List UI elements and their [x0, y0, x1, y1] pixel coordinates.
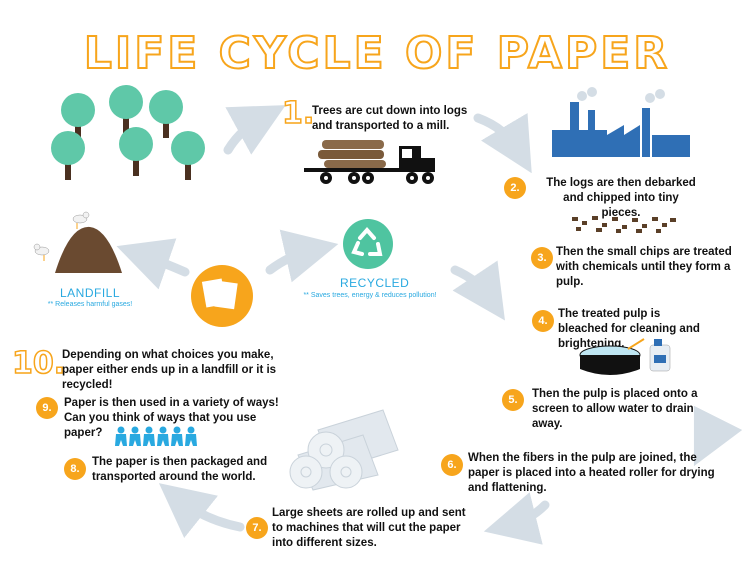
tree-icon [119, 127, 153, 176]
step-7-text: Large sheets are rolled up and sent to m… [272, 507, 466, 549]
seagull-icon [33, 243, 50, 261]
paper-rolls-icon [289, 409, 399, 491]
tree-icon [61, 93, 95, 143]
mill-factory-icon [552, 87, 690, 157]
arrow-step3-to-step4 [450, 260, 505, 321]
step-2-badge: 2. [504, 177, 526, 199]
recycle-icon [343, 219, 393, 269]
paper-sheets-icon [191, 265, 253, 327]
wood-chips-icon [572, 216, 676, 233]
trees-illustration [51, 85, 205, 180]
step-1-text: Trees are cut down into logs and transpo… [312, 105, 468, 132]
step-10-number: 10. [11, 345, 66, 382]
step-10-text: Depending on what choices you make, pape… [62, 349, 277, 391]
tree-icon [109, 85, 143, 133]
arrow-step6-to-step7 [483, 492, 550, 545]
tree-icon [149, 90, 183, 138]
page-title: LIFE CYCLE OF PAPER [83, 27, 671, 80]
landfill-icon [33, 211, 122, 273]
arrow-trees-to-step1 [223, 105, 286, 155]
landfill-label: LANDFILL [60, 286, 121, 300]
recycled-note: ** Saves trees, energy & reduces polluti… [303, 292, 437, 299]
arrow-step7-to-step8 [158, 483, 245, 538]
paper-people-icon [115, 426, 197, 446]
step-3-badge: 3. [531, 247, 553, 269]
step-7-badge: 7. [246, 517, 268, 539]
step-9-text: Paper is then used in a variety of ways!… [64, 397, 279, 439]
step-5-badge: 5. [502, 389, 524, 411]
tree-icon [171, 131, 205, 180]
logging-truck-icon [304, 140, 435, 184]
recycled-label: RECYCLED [340, 276, 410, 290]
landfill-note: ** Releases harmful gases! [47, 301, 133, 308]
step-8-text: The paper is then packaged and transport… [92, 456, 268, 483]
step-4-badge: 4. [532, 310, 554, 332]
step-1-number: 1. [281, 95, 315, 132]
seagull-icon [72, 211, 90, 229]
arrow-step1-to-step2 [473, 113, 532, 174]
step-6-text: When the fibers in the pulp are joined, … [468, 452, 715, 494]
bleach-vat-icon [579, 338, 671, 375]
arrow-paper-to-landfill [116, 238, 190, 290]
step-8-badge: 8. [64, 458, 86, 480]
step-3-text: Then the small chips are treated with ch… [556, 246, 732, 288]
step-5-text: Then the pulp is placed onto a screen to… [532, 388, 698, 430]
arrow-paper-to-recycled [265, 229, 339, 283]
step-9-badge: 9. [36, 397, 58, 419]
arrow-step5-to-step6 [693, 405, 743, 467]
tree-icon [51, 131, 85, 180]
step-6-badge: 6. [441, 454, 463, 476]
step-2-text: The logs are then debarked and chipped i… [546, 177, 696, 219]
